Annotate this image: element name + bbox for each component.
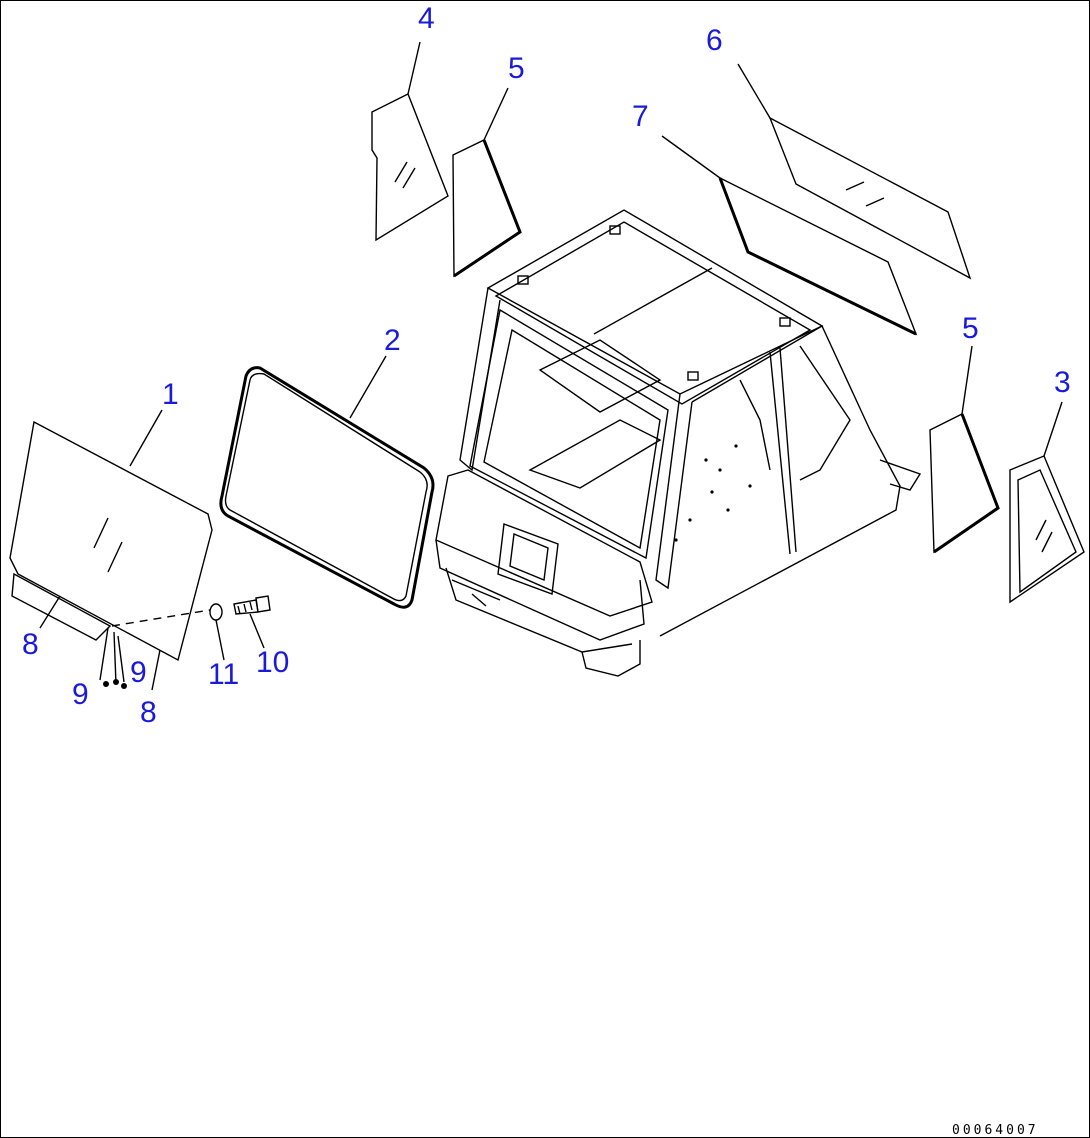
part-3-rear-side-glass[interactable] [1009, 401, 1085, 604]
part-10-bolt[interactable] [233, 595, 271, 649]
callout-8-left: 8 [22, 628, 39, 661]
callout-5-lower: 5 [962, 312, 979, 345]
drawing-number: 00064007 [952, 1123, 1039, 1138]
callout-1: 1 [162, 378, 179, 411]
callout-2: 2 [384, 324, 401, 357]
part-7-rear-seal[interactable] [661, 135, 918, 336]
part-6-rear-glass[interactable] [737, 63, 972, 280]
callout-3: 3 [1054, 366, 1071, 399]
part-4-side-glass[interactable] [371, 41, 449, 242]
callout-9-left: 9 [72, 678, 89, 711]
part-5-quarter-glass-lower[interactable] [929, 345, 1000, 554]
callout-8-right: 8 [140, 696, 157, 729]
part-1-front-glass[interactable] [9, 409, 213, 691]
callout-9-right: 9 [130, 656, 147, 689]
cab-frame [435, 209, 922, 677]
part-11-washer[interactable] [209, 603, 225, 661]
callout-11: 11 [208, 658, 239, 691]
part-5-quarter-glass-upper[interactable] [452, 87, 522, 278]
callout-5-upper: 5 [508, 52, 525, 85]
callout-4: 4 [418, 2, 435, 35]
part-2-front-seal[interactable] [219, 355, 435, 609]
callout-7: 7 [632, 100, 649, 133]
callout-6: 6 [706, 24, 723, 57]
callout-10: 10 [256, 646, 289, 679]
